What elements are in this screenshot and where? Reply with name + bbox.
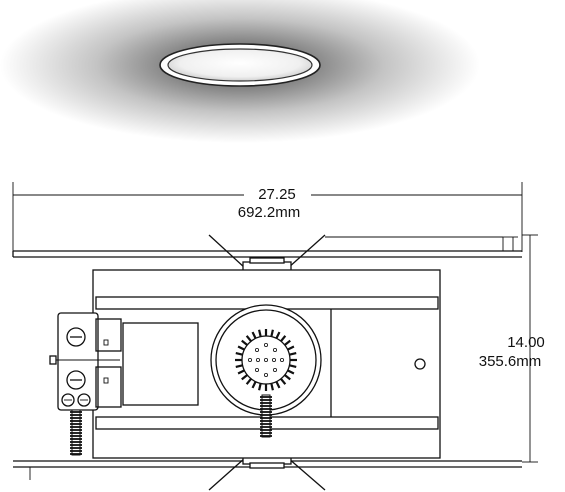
top-mounting-clips bbox=[208, 234, 326, 272]
depth-inches-label: 14.00 bbox=[507, 334, 545, 351]
knockout-middle bbox=[66, 370, 86, 390]
depth-mm-label: 355.6mm bbox=[479, 353, 542, 370]
width-inches-label: 27.25 bbox=[258, 186, 296, 203]
depth-dimension: 14.00 355.6mm bbox=[479, 234, 545, 463]
downlight-perspective-view bbox=[0, 0, 480, 143]
flex-conduit-left bbox=[70, 409, 82, 456]
knockout-top bbox=[66, 327, 86, 347]
heatsink-fins bbox=[235, 329, 297, 391]
top-hanger-bar bbox=[12, 236, 522, 258]
knockout-bottom-right bbox=[77, 393, 91, 407]
mounting-hole bbox=[414, 358, 426, 370]
width-dimension: 27.25 692.2mm bbox=[12, 182, 523, 252]
knockout-bottom-left bbox=[61, 393, 75, 407]
bottom-mounting-clips bbox=[208, 454, 326, 491]
width-mm-label: 692.2mm bbox=[238, 204, 301, 221]
led-array bbox=[247, 342, 284, 377]
plan-view bbox=[12, 234, 522, 491]
flex-conduit-center bbox=[260, 394, 272, 438]
driver-box bbox=[122, 322, 199, 406]
junction-box bbox=[49, 312, 122, 411]
lens bbox=[167, 48, 313, 82]
